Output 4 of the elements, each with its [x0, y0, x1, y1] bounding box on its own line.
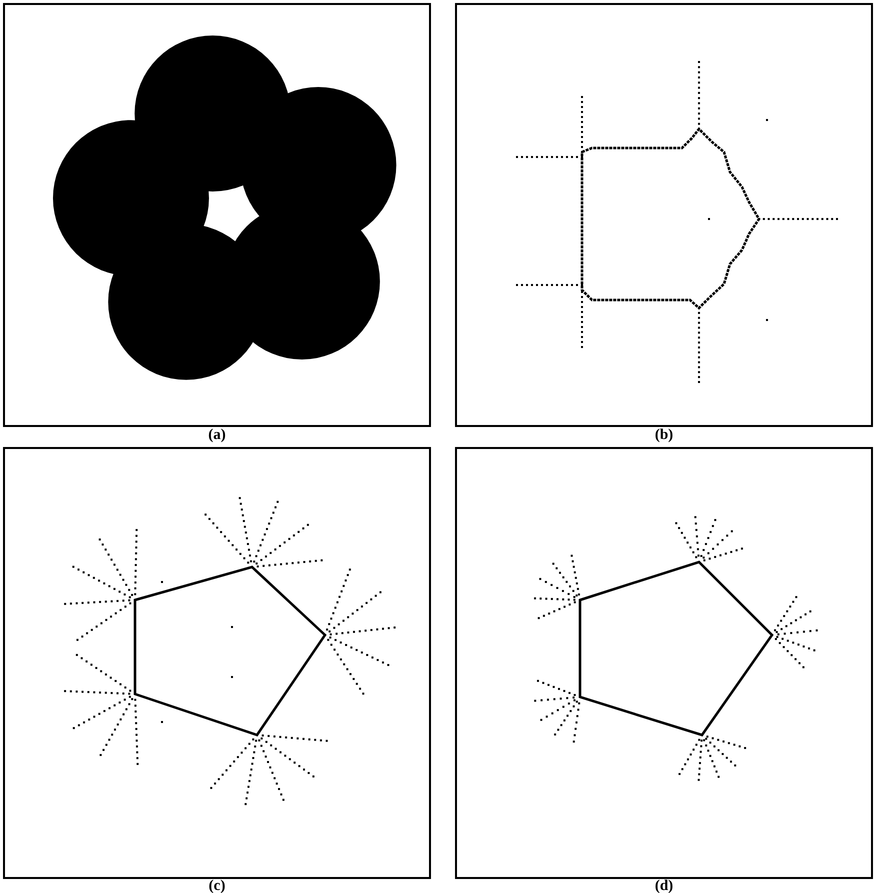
panel-caption: (d)	[654, 878, 674, 893]
panel-caption: (c)	[208, 878, 226, 893]
panel-caption: (b)	[654, 427, 674, 443]
panel-caption: (a)	[208, 427, 226, 443]
